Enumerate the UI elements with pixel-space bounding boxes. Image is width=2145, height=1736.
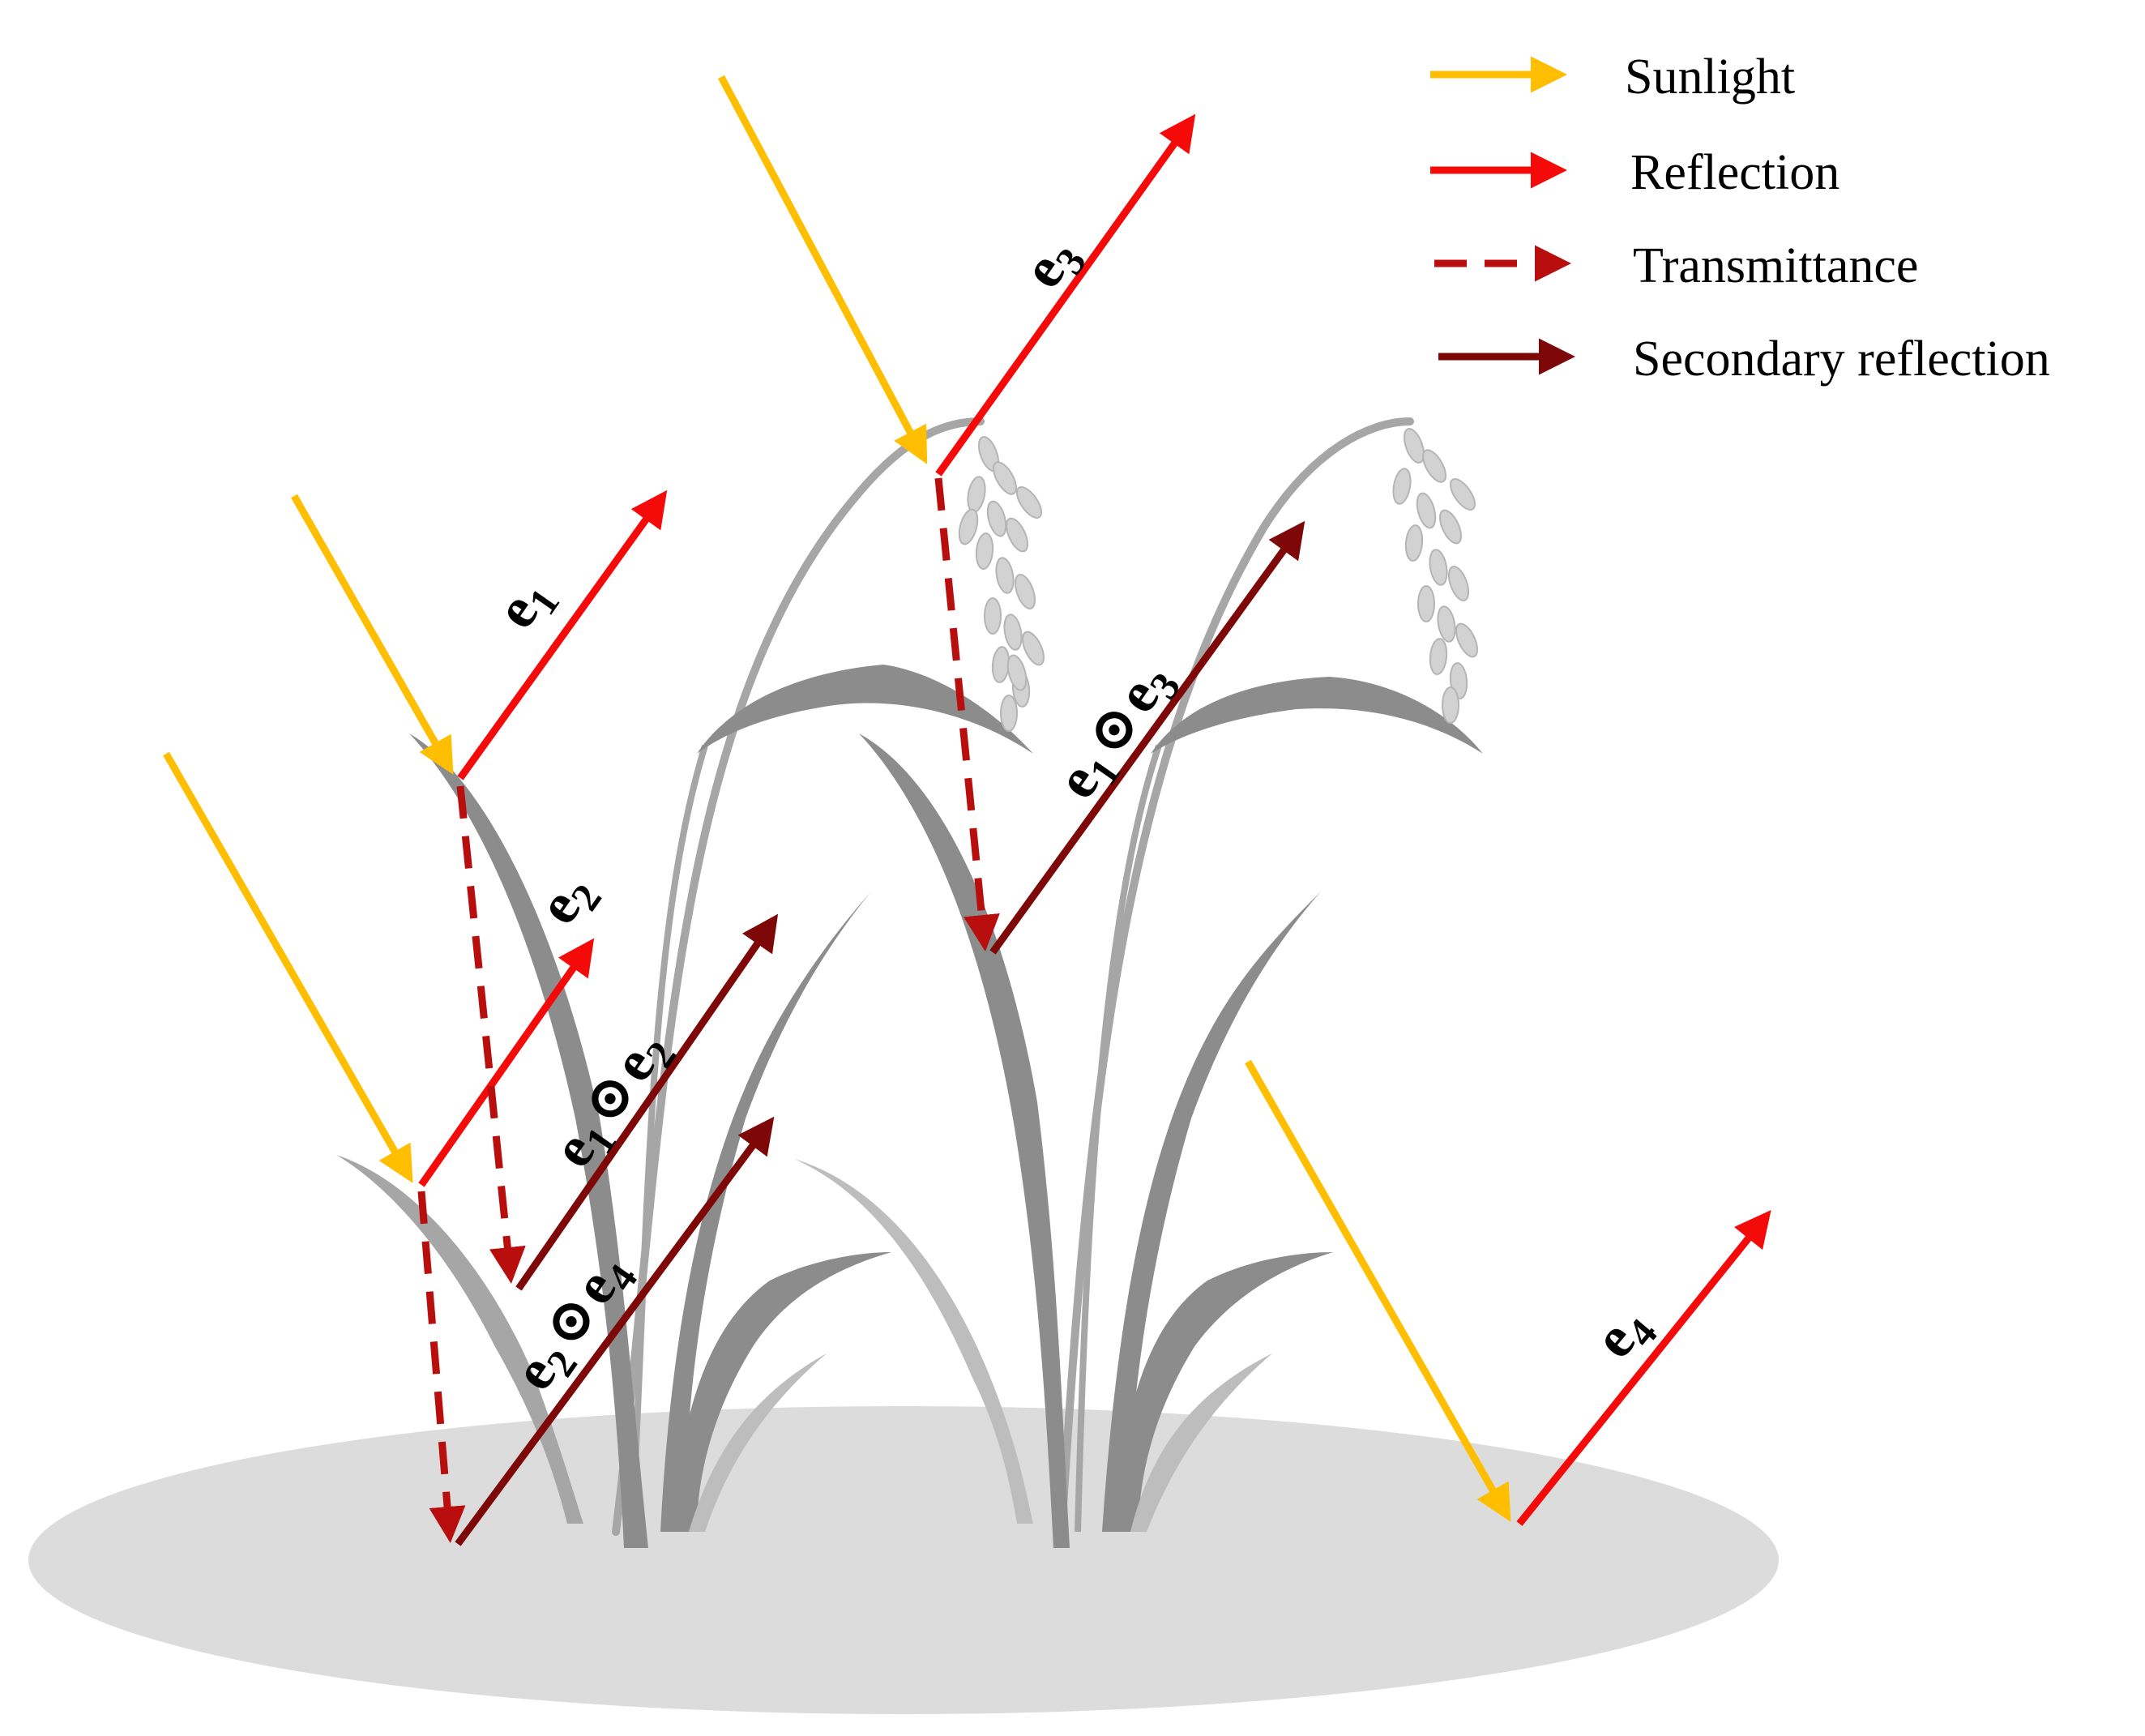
sunlight-ray-4 xyxy=(1245,1059,1511,1522)
legend-label-secondary-reflection: Secondary reflection xyxy=(1633,331,2050,387)
legend-item-sunlight: Sunlight xyxy=(1430,49,1795,105)
legend-item-transmittance: Transmittance xyxy=(1434,238,1918,293)
secondary-reflection-e1e3 xyxy=(989,520,1305,955)
legend: Sunlight Reflection Transmittance Second… xyxy=(1430,49,2050,387)
reflection-e2 xyxy=(418,938,595,1187)
transmittance-1 xyxy=(456,785,526,1284)
legend-item-reflection: Reflection xyxy=(1430,145,1839,200)
label-e1-e3: e1⊙e3 xyxy=(1044,649,1190,815)
secondary-reflection-e2e4 xyxy=(455,1116,775,1546)
reflection-e3 xyxy=(935,113,1196,477)
rice-plant-left xyxy=(336,417,1045,1548)
legend-label-transmittance: Transmittance xyxy=(1633,238,1918,293)
label-e3: e3 xyxy=(1010,224,1096,304)
rice-plant-right xyxy=(859,417,1483,1548)
secondary-reflection-e1e2 xyxy=(515,913,779,1291)
legend-label-sunlight: Sunlight xyxy=(1625,49,1795,105)
sunlight-ray-3 xyxy=(718,75,928,464)
ground-ellipse xyxy=(28,1406,1779,1714)
transmittance-2 xyxy=(417,1191,466,1543)
label-e1: e1 xyxy=(483,565,569,644)
sunlight-ray-2 xyxy=(163,751,413,1183)
legend-label-reflection: Reflection xyxy=(1630,145,1839,200)
reflection-e1 xyxy=(457,490,668,780)
sunlight-ray-1 xyxy=(291,494,454,775)
legend-item-secondary-reflection: Secondary reflection xyxy=(1438,331,2050,387)
transmittance-3 xyxy=(934,477,1000,951)
reflection-e4 xyxy=(1516,1209,1771,1526)
